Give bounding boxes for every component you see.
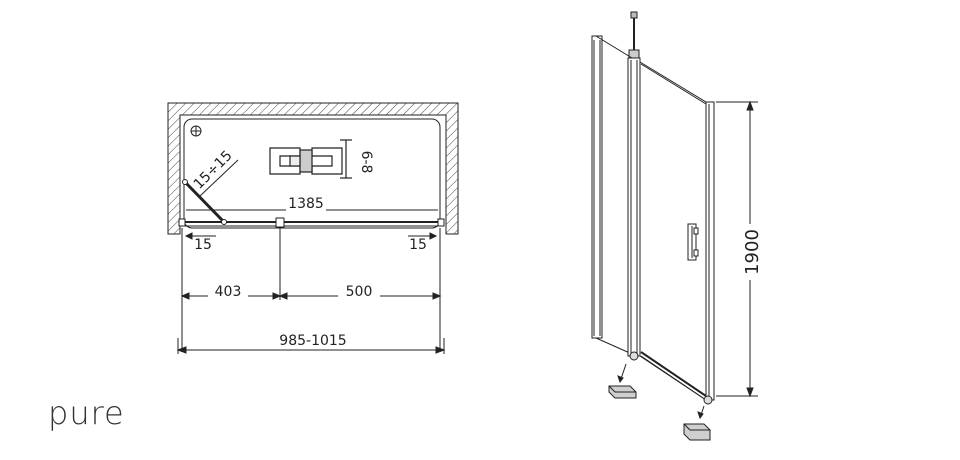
profile-adjust-label: 6-8 [358,151,374,174]
bracket-middle [275,217,285,228]
segment-left-label: 403 [215,284,242,300]
total-width-label: 985-1015 [279,333,346,349]
height-dim-label: 1900 [742,229,763,275]
bracket-left [178,218,186,227]
stabiliser-fitting [628,11,640,59]
bracket-right [437,218,445,227]
door-glass-panel [639,61,713,401]
seal-part-left [608,363,637,399]
diagonal-dim-label: 15÷15 [191,148,236,193]
segment-right-label: 500 [346,284,373,300]
drain-icon [190,125,202,137]
door-post [627,57,641,357]
stabiliser-bar [183,180,226,224]
brand-name: pure [48,394,125,432]
elevation-view [591,11,762,441]
bathtub-outline [183,118,441,229]
wall-profile-detail [269,139,352,179]
offset-left-label: 15 [194,237,212,253]
bath-length-label: 1385 [288,196,324,212]
plan-view [167,102,459,354]
seal-part-right [683,405,711,441]
door-edge-profile [705,101,715,401]
door-handle [687,223,699,261]
wall-hatch [167,102,459,235]
offset-right-label: 15 [409,237,427,253]
